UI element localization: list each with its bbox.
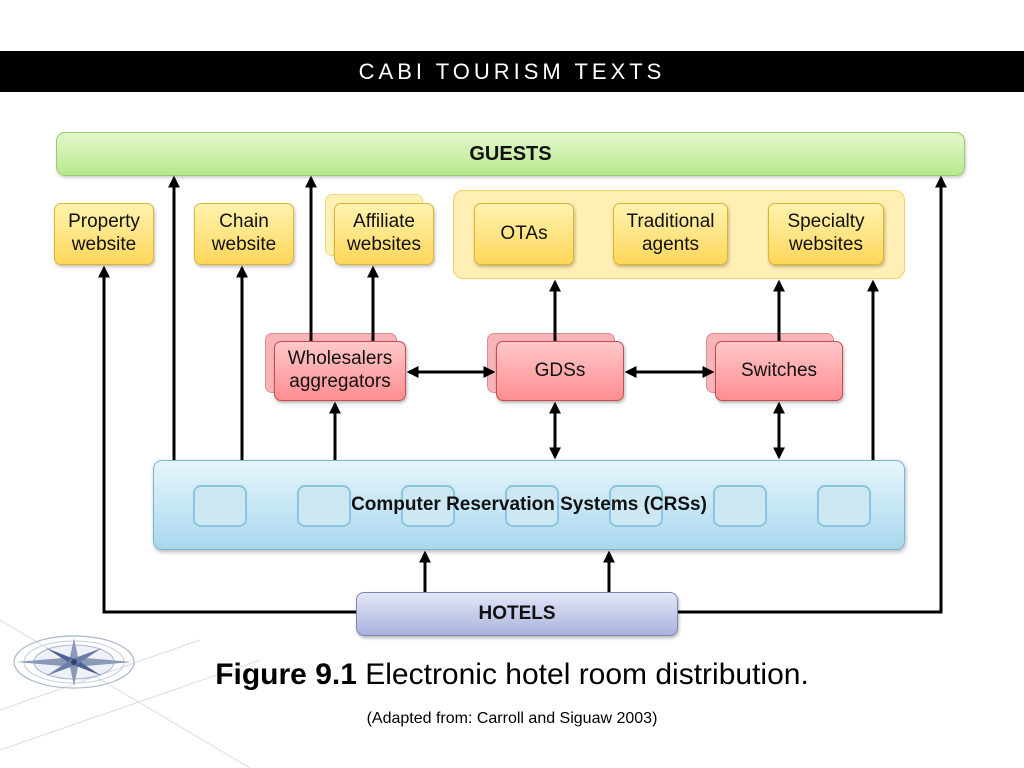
gdss-node: GDSs [496,341,624,401]
crs-slot [401,485,455,527]
crs-slot [609,485,663,527]
compass-watermark-icon [0,619,260,768]
traditional-agents-label: Traditional agents [626,211,715,255]
affiliate-websites-node: Affiliate websites [334,203,434,265]
crs-slot [297,485,351,527]
crs-slot [713,485,767,527]
figure-caption: Figure 9.1 Electronic hotel room distrib… [0,658,1024,692]
arrow-hotels-to-property [98,265,356,614]
wholesalers-node: Wholesalers aggregators [274,341,406,401]
arrow-hotels-to-guests [678,175,947,614]
affiliate-websites-label: Affiliate websites [347,211,421,255]
guests-label: GUESTS [469,143,552,165]
header-banner: CABI TOURISM TEXTS [0,51,1024,92]
hotels-bar: HOTELS [356,592,678,636]
crs-slot [817,485,871,527]
wholesalers-label: Wholesalers aggregators [287,348,393,392]
specialty-websites-node: Specialty websites [768,203,884,265]
otas-node: OTAs [474,203,574,265]
figure-title: Electronic hotel room distribution. [365,658,809,691]
figure-source: (Adapted from: Carroll and Siguaw 2003) [366,710,658,727]
crs-slot [193,485,247,527]
header-title: CABI TOURISM TEXTS [358,58,666,84]
property-website-node: Property website [54,203,154,265]
crs-bar: Computer Reservation Systems (CRSs) [153,460,905,550]
otas-label: OTAs [500,222,548,244]
specialty-websites-label: Specialty websites [787,211,865,255]
switches-node: Switches [715,341,843,401]
chain-website-label: Chain website [211,211,277,255]
figure-label: Figure 9.1 [215,658,357,691]
hotels-label: HOTELS [478,602,556,624]
property-website-label: Property website [68,211,140,255]
crs-label: Computer Reservation Systems (CRSs) [351,493,707,515]
guests-bar: GUESTS [56,132,965,176]
crs-slot [505,485,559,527]
switches-label: Switches [740,359,818,381]
chain-website-node: Chain website [194,203,294,265]
gdss-label: GDSs [534,359,586,381]
traditional-agents-node: Traditional agents [613,203,728,265]
